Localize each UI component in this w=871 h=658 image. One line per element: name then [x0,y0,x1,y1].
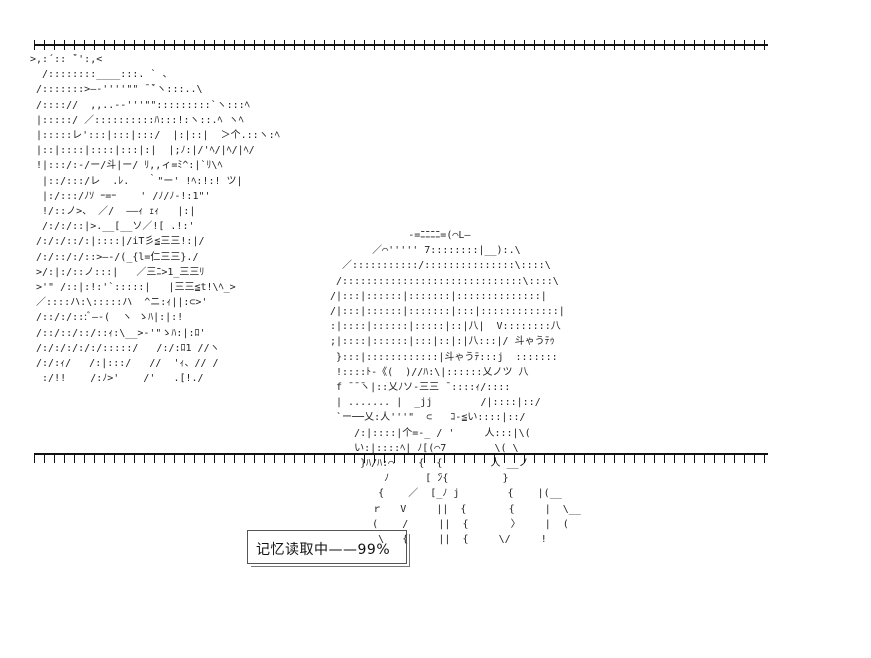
ascii-art-girl: >,:´:: ̄`':,< /::::::::____:::. ` 、 /:::… [30,54,280,385]
bottom-tick-rail [34,449,768,463]
top-tick-rail [34,40,768,52]
loading-status-label: 记忆读取中——99% [256,542,391,558]
top-rail-line [34,44,768,46]
bottom-rail-ticks [34,453,768,463]
loading-status-box: 记忆读取中——99% [247,530,410,567]
ascii-art-horse: -=ﾆﾆﾆﾆ=(⌒L― ／⌒''''' 7::::::::|__):.\ ／::… [330,230,581,546]
